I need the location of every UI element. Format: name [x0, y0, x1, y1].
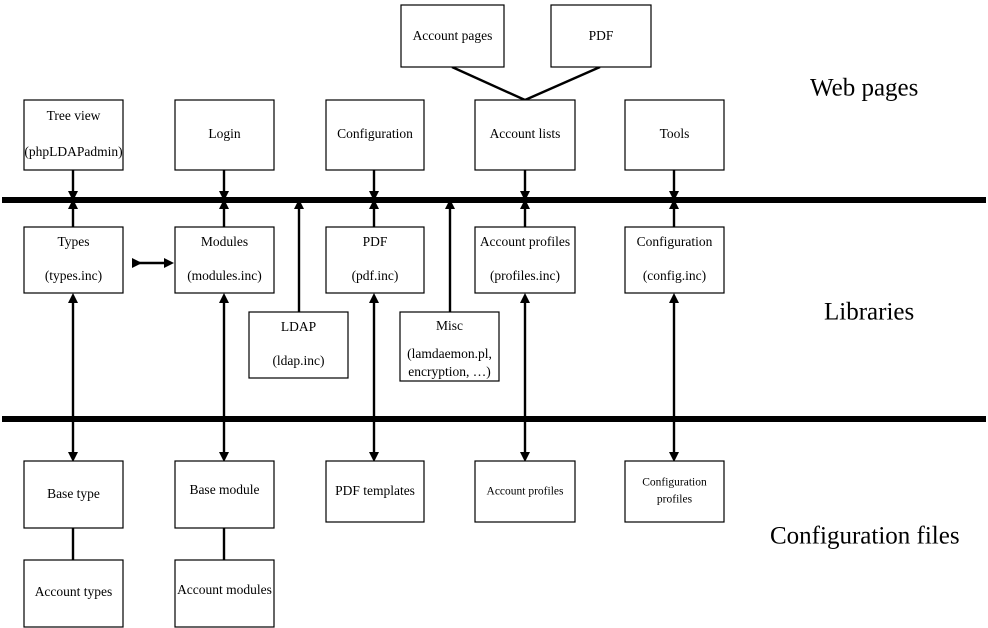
node-account-types[interactable]: Account types — [23, 559, 124, 628]
node-account-types-label: Account types — [35, 584, 113, 599]
node-misc-lib-sublabel-1: (lamdaemon.pl, — [407, 346, 492, 361]
node-base-type-label: Base type — [47, 486, 100, 501]
node-ldap-lib[interactable]: LDAP (ldap.inc) — [248, 311, 349, 379]
band-label-web-pages: Web pages — [810, 75, 918, 102]
node-account-lists[interactable]: Account lists — [474, 99, 576, 171]
node-misc-lib[interactable]: Misc (lamdaemon.pl, encryption, …) — [399, 311, 500, 382]
connector-account-pages-to-account-lists — [451, 65, 526, 102]
node-configuration-profiles-file-label-1: Configuration — [642, 477, 707, 489]
node-profiles-lib[interactable]: Account profiles (profiles.inc) — [474, 226, 576, 294]
node-tree-view[interactable]: Tree view (phpLDAPadmin) — [23, 99, 124, 171]
connector-pdf-to-account-lists — [524, 65, 601, 102]
node-profiles-lib-sublabel: (profiles.inc) — [490, 268, 560, 283]
node-account-pages-label: Account pages — [413, 28, 493, 43]
node-configuration-page-label: Configuration — [337, 126, 413, 141]
node-base-module-label: Base module — [189, 482, 259, 497]
node-types-lib[interactable]: Types (types.inc) — [23, 226, 124, 294]
node-pdf-lib[interactable]: PDF (pdf.inc) — [325, 226, 425, 294]
node-modules-lib-sublabel: (modules.inc) — [187, 268, 262, 283]
node-profiles-lib-label: Account profiles — [480, 234, 570, 249]
node-account-pages[interactable]: Account pages — [400, 4, 505, 68]
node-account-modules[interactable]: Account modules — [174, 559, 275, 628]
node-configuration-profiles-file-label-2: profiles — [657, 494, 693, 506]
node-pdf-templates[interactable]: PDF templates — [325, 460, 425, 523]
node-config-lib[interactable]: Configuration (config.inc) — [624, 226, 725, 294]
node-ldap-lib-sublabel: (ldap.inc) — [272, 353, 324, 368]
node-base-type[interactable]: Base type — [23, 460, 124, 529]
node-base-module[interactable]: Base module — [174, 460, 275, 529]
node-account-modules-label: Account modules — [177, 582, 272, 597]
node-account-lists-label: Account lists — [490, 126, 561, 141]
node-tools-label: Tools — [660, 126, 690, 141]
node-tree-view-sublabel: (phpLDAPadmin) — [24, 144, 122, 159]
node-tree-view-label: Tree view — [47, 108, 101, 123]
node-pdf-top[interactable]: PDF — [550, 4, 652, 68]
node-account-profiles-file-label: Account profiles — [487, 486, 564, 498]
node-misc-lib-label: Misc — [436, 318, 463, 333]
node-configuration-profiles-file[interactable]: Configuration profiles — [624, 460, 725, 523]
node-types-lib-sublabel: (types.inc) — [45, 268, 102, 283]
node-types-lib-label: Types — [57, 234, 89, 249]
node-pdf-templates-label: PDF templates — [335, 483, 415, 498]
node-account-profiles-file[interactable]: Account profiles — [474, 460, 576, 523]
node-configuration-page[interactable]: Configuration — [325, 99, 425, 171]
band-label-configuration-files: Configuration files — [770, 523, 960, 550]
node-pdf-lib-sublabel: (pdf.inc) — [352, 268, 399, 283]
node-config-lib-label: Configuration — [637, 234, 713, 249]
node-modules-lib[interactable]: Modules (modules.inc) — [174, 226, 275, 294]
node-login-label: Login — [208, 126, 240, 141]
node-misc-lib-sublabel-2: encryption, …) — [408, 364, 490, 379]
node-pdf-lib-label: PDF — [363, 234, 388, 249]
node-tools[interactable]: Tools — [624, 99, 725, 171]
node-login[interactable]: Login — [174, 99, 275, 171]
node-config-lib-sublabel: (config.inc) — [643, 268, 706, 283]
node-modules-lib-label: Modules — [201, 234, 248, 249]
band-label-libraries: Libraries — [824, 299, 914, 326]
node-ldap-lib-label: LDAP — [281, 319, 316, 334]
node-pdf-top-label: PDF — [589, 28, 614, 43]
